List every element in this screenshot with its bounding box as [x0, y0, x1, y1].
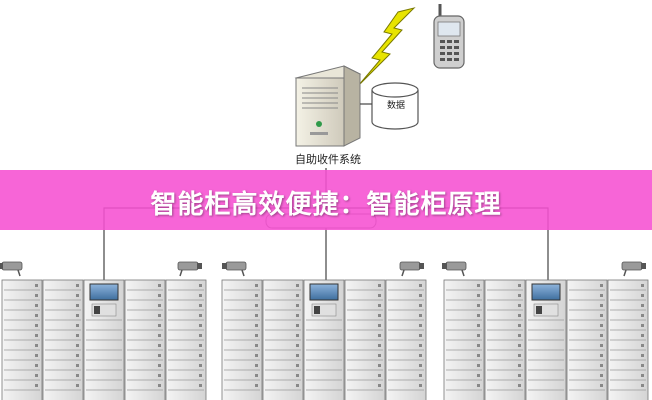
smart-locker-cabinet: [221, 279, 427, 400]
server-label: 自助收件系统: [295, 153, 361, 166]
locker-cabinet-group: [1, 279, 649, 400]
database-label: 数据: [386, 101, 405, 111]
smart-locker-cabinet: [1, 279, 207, 400]
security-camera-icon: [0, 261, 23, 277]
page-title: 智能柜高效便捷：智能柜原理: [150, 190, 502, 220]
smart-locker-cabinet: [443, 279, 649, 400]
server-tower-icon: [294, 65, 362, 147]
database-cylinder-icon: [371, 82, 419, 130]
security-camera-icon: [222, 261, 247, 277]
security-camera-icon: [621, 261, 646, 277]
lightning-icon: [357, 7, 416, 87]
security-camera-icon: [177, 261, 202, 277]
security-camera-icon: [442, 261, 467, 277]
title-banner: [0, 170, 652, 230]
security-camera-group: [0, 261, 646, 277]
mobile-phone-icon: [433, 4, 465, 69]
security-camera-icon: [399, 261, 424, 277]
